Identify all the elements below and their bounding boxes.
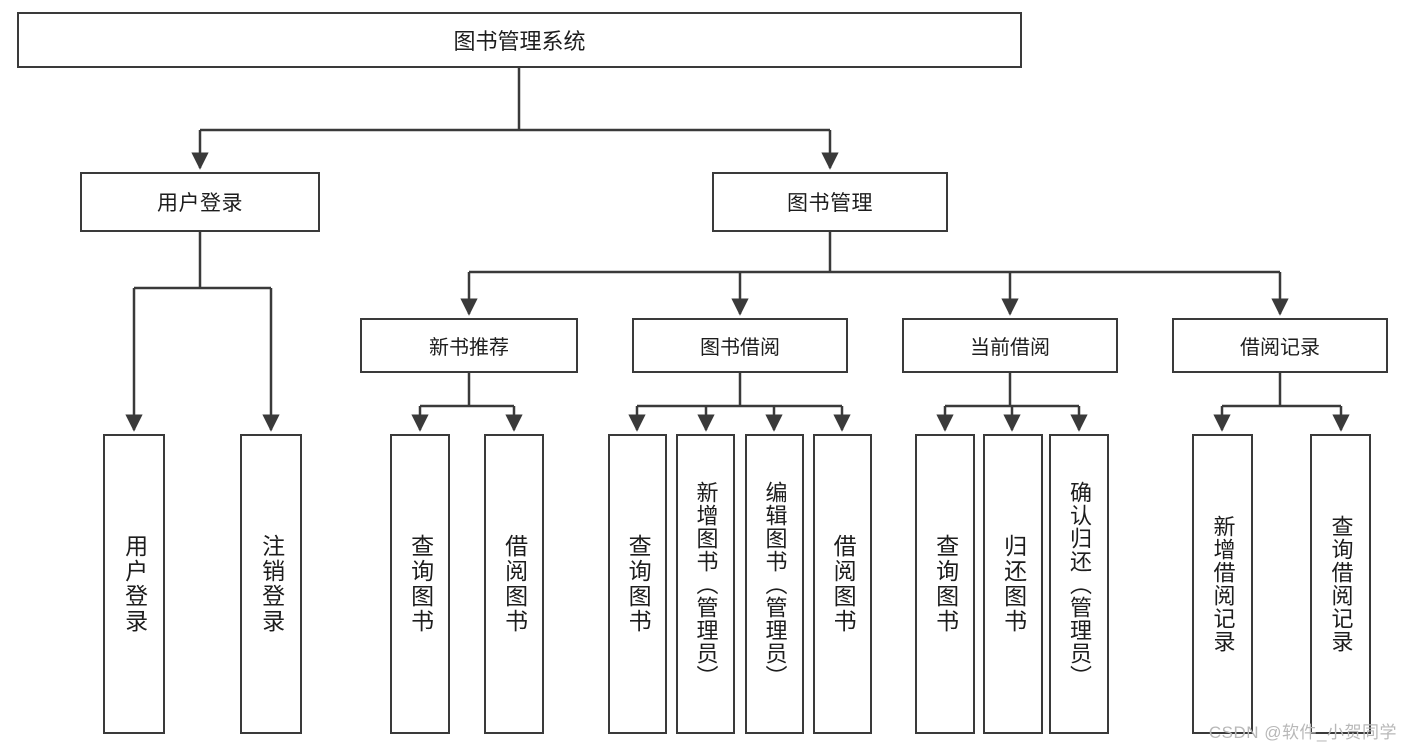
leaf-new-book-borrow[interactable]: 借阅图书 (484, 434, 544, 734)
node-borrow-record[interactable]: 借阅记录 (1172, 318, 1388, 373)
leaf-current-borrow-return[interactable]: 归还图书 (983, 434, 1043, 734)
node-book-borrow[interactable]: 图书借阅 (632, 318, 848, 373)
leaf-new-book-query[interactable]: 查询图书 (390, 434, 450, 734)
leaf-label: 查询图书 (932, 534, 959, 634)
leaf-user-login-logout[interactable]: 注销登录 (240, 434, 302, 734)
leaf-label: 查询图书 (625, 534, 652, 634)
leaf-label: 确认归还（管理员） (1066, 480, 1092, 688)
leaf-label: 新增借阅记录 (1210, 515, 1236, 653)
leaf-label: 查询图书 (407, 534, 434, 634)
leaf-book-borrow-borrow[interactable]: 借阅图书 (813, 434, 872, 734)
leaf-borrow-record-query[interactable]: 查询借阅记录 (1310, 434, 1371, 734)
csdn-watermark: CSDN @软件_小贺同学 (1208, 723, 1397, 742)
leaf-borrow-record-add[interactable]: 新增借阅记录 (1192, 434, 1253, 734)
node-new-book-recommend[interactable]: 新书推荐 (360, 318, 578, 373)
leaf-label: 归还图书 (1000, 534, 1027, 634)
leaf-book-borrow-query[interactable]: 查询图书 (608, 434, 667, 734)
leaf-label: 编辑图书（管理员） (762, 480, 788, 688)
leaf-label: 注销登录 (258, 534, 285, 634)
node-current-borrow[interactable]: 当前借阅 (902, 318, 1118, 373)
leaf-label: 借阅图书 (830, 534, 857, 634)
leaf-book-borrow-add-admin[interactable]: 新增图书（管理员） (676, 434, 735, 734)
node-book-management[interactable]: 图书管理 (712, 172, 948, 232)
node-user-login[interactable]: 用户登录 (80, 172, 320, 232)
leaf-current-borrow-query[interactable]: 查询图书 (915, 434, 975, 734)
leaf-label: 借阅图书 (501, 534, 528, 634)
node-root-system[interactable]: 图书管理系统 (17, 12, 1022, 68)
leaf-user-login-login[interactable]: 用户登录 (103, 434, 165, 734)
leaf-label: 用户登录 (121, 534, 148, 634)
leaf-current-borrow-confirm-admin[interactable]: 确认归还（管理员） (1049, 434, 1109, 734)
leaf-book-borrow-edit-admin[interactable]: 编辑图书（管理员） (745, 434, 804, 734)
leaf-label: 查询借阅记录 (1328, 515, 1354, 653)
leaf-label: 新增图书（管理员） (693, 480, 719, 688)
